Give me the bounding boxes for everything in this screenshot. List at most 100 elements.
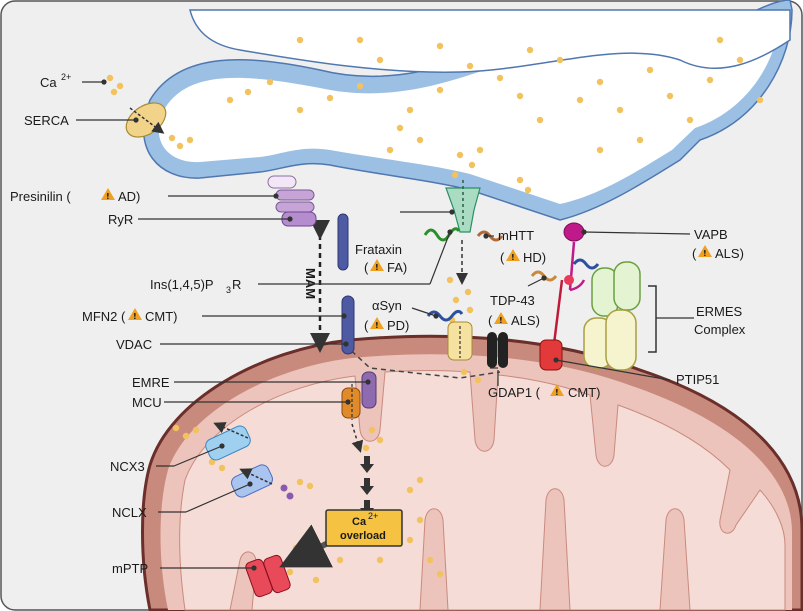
ca-sup: 2+ [61,72,71,82]
calcium-dot [386,146,394,154]
tdp43-disease: ALS) [511,313,540,328]
warning-icon: ! [370,259,384,272]
ca-text: Ca [40,75,57,90]
presinilin-text: Presinilin ( [10,189,71,204]
calcium-dot [524,186,532,194]
svg-text:!: ! [499,316,503,325]
warning-icon: ! [550,384,564,397]
asyn-protein [426,309,464,322]
calcium-dot [756,96,764,104]
ins-text: Ins(1,4,5)P [150,277,214,292]
calcium-dot [646,66,654,74]
calcium-dot [106,74,114,82]
er-lumen [158,16,781,204]
vdac-rod [341,295,355,355]
ncx3-label: NCX3 [110,459,145,474]
calcium-dot [406,106,414,114]
calcium-dot [451,171,459,179]
vdac-channel [447,321,473,361]
ermes-label: ERMES Complex [694,304,746,337]
calcium-dot [208,458,216,466]
calcium-dot [460,368,468,376]
mcu-complex [341,371,377,420]
mfn2-disease: CMT) [145,309,178,324]
gdap1-text: GDAP1 ( [488,385,541,400]
warning-icon: ! [494,312,508,325]
calcium-dot [736,56,744,64]
presinilin-label: Presinilin ( ! AD) [10,188,140,204]
mam-contact-line [344,344,501,379]
calcium-dot [266,78,274,86]
calcium-dot [476,146,484,154]
asyn-disease: PD) [387,318,409,333]
overload-ca: Ca [352,516,367,528]
asyn-label: αSyn ( ! PD) [364,298,409,333]
calcium-dot [496,74,504,82]
vapb-label: VAPB ( ! ALS) [692,227,744,261]
mptp-label: mPTP [112,561,148,576]
ip3r-channel [445,180,481,233]
mfn2-rod-er [337,213,349,271]
tdp43-paren: ( [488,313,493,328]
vapb-text: VAPB [694,227,728,242]
calcium-dot [182,432,190,440]
frataxin-disease: FA) [387,260,407,275]
gdap1-disease: CMT) [568,385,601,400]
vapb-protein [563,222,586,292]
calcium-dot [406,486,414,494]
calcium-dot [218,464,226,472]
overload-arrow-chain [360,456,374,517]
calcium-dot [556,56,564,64]
calcium-dot [168,134,176,142]
warning-icon: ! [370,317,384,330]
calcium-dot [312,576,320,584]
calcium-dot [292,544,300,552]
vapb-disease: ALS) [715,246,744,261]
calcium-dot [516,92,524,100]
calcium-dot [686,116,694,124]
calcium-dot [436,86,444,94]
nclx-exchanger [231,464,294,500]
ca-label: Ca 2+ [40,72,71,90]
ptip51-label: PTIP51 [676,372,719,387]
calcium-dot [244,88,252,96]
frataxin-paren: ( [364,260,369,275]
serca-pump [125,102,167,138]
warning-icon: ! [101,188,115,201]
mcu-label: MCU [132,395,162,410]
presinilin-disease: AD) [118,189,140,204]
mhtt-text: mHTT [498,228,534,243]
calcium-dot [406,536,414,544]
calcium-dot [116,82,124,90]
ermes-complex [583,261,641,371]
mhtt-disease: HD) [523,250,546,265]
ins-label: Ins(1,4,5)P 3 R [150,277,241,295]
svg-text:!: ! [375,263,379,272]
calcium-dot [376,436,384,444]
calcium-dot [596,146,604,154]
svg-text:!: ! [133,312,137,321]
calcium-dot [416,136,424,144]
calcium-dot [596,78,604,86]
svg-text:!: ! [555,388,559,397]
overload-ca-sup: 2+ [368,511,378,521]
calcium-dot [706,76,714,84]
warning-icon: ! [128,308,142,321]
calcium-dot [464,288,472,296]
svg-text:!: ! [703,249,707,258]
serca-label: SERCA [24,113,69,128]
warning-icon: ! [506,249,520,262]
cristae [229,488,691,611]
calcium-dot [468,161,476,169]
leader-lines [76,79,694,571]
calcium-dot [576,96,584,104]
ermes-line1: ERMES [696,304,743,319]
calcium-dot [516,176,524,184]
tdp43-text: TDP-43 [490,293,535,308]
vdac-label: VDAC [116,337,152,352]
calcium-dot [286,568,294,576]
calcium-dot [436,570,444,578]
calcium-dot [536,116,544,124]
